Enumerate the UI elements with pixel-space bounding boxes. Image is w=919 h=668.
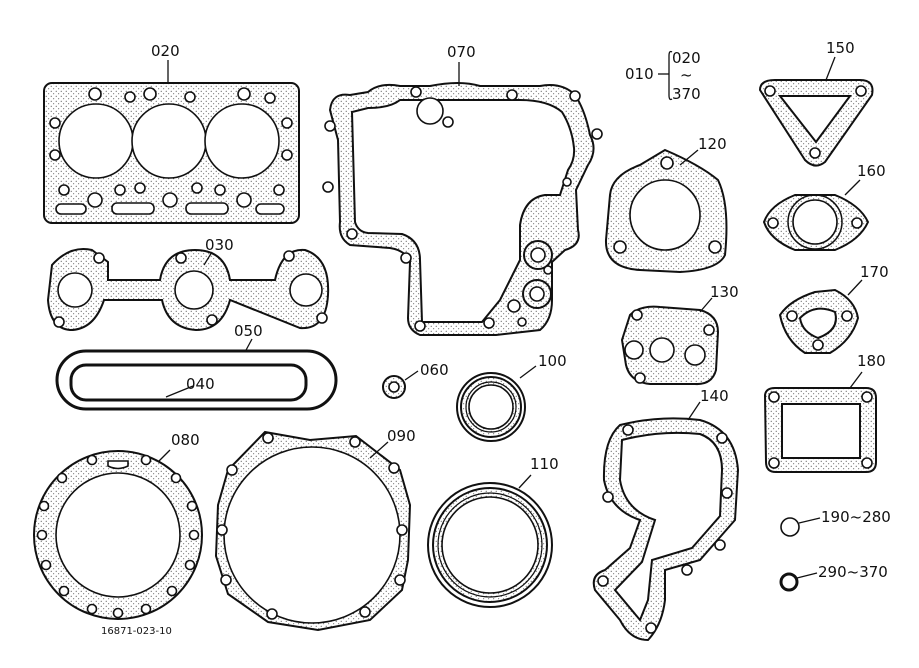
part-180-rect-gasket [763, 387, 877, 473]
part-100-oil-seal [456, 372, 526, 442]
part-010-gasket-set-ref: 010 020 ~ 370 [625, 49, 701, 103]
leader-290 [796, 572, 818, 579]
leader-140 [687, 401, 701, 421]
part-110-oil-seal [427, 482, 553, 608]
part-290-370-o-ring [779, 572, 799, 592]
label-180: 180 [857, 352, 886, 370]
part-120-flange-gasket [604, 148, 728, 274]
label-130: 130 [710, 283, 739, 301]
label-040: 040 [186, 375, 215, 393]
leader-180 [849, 371, 863, 389]
leader-080 [157, 449, 171, 463]
label-290-370: 290~370 [818, 563, 888, 581]
part-190-280-o-ring [780, 517, 800, 537]
leader-090 [369, 441, 389, 459]
part-090-housing-gasket [214, 430, 412, 632]
label-150: 150 [826, 39, 855, 57]
part-160-thermostat-gasket [762, 194, 870, 251]
svg-text:020: 020 [672, 49, 701, 67]
label-100: 100 [538, 352, 567, 370]
svg-text:010: 010 [625, 65, 654, 83]
label-090: 090 [387, 427, 416, 445]
label-050: 050 [234, 322, 263, 340]
leader-050 [244, 338, 253, 353]
leader-030 [203, 251, 213, 266]
leader-130 [699, 297, 713, 313]
label-160: 160 [857, 162, 886, 180]
label-140: 140 [700, 387, 729, 405]
leader-100 [519, 365, 537, 379]
part-030-manifold-gasket [46, 248, 330, 332]
label-170: 170 [860, 263, 889, 281]
label-080: 080 [171, 431, 200, 449]
part-150-triangle-gasket [758, 79, 874, 167]
label-190-280: 190~280 [821, 508, 891, 526]
part-080-round-gasket [33, 450, 203, 620]
label-030: 030 [205, 236, 234, 254]
drawing-code: 16871-023-10 [101, 626, 172, 637]
leader-060 [404, 370, 419, 381]
leader-110 [518, 474, 532, 489]
leader-160 [844, 179, 861, 196]
part-040-cover-seal [69, 363, 308, 402]
svg-text:~: ~ [680, 66, 693, 84]
label-060: 060 [420, 361, 449, 379]
leader-190 [798, 517, 821, 524]
leader-170 [847, 279, 863, 296]
label-070: 070 [447, 43, 476, 61]
leader-120 [679, 149, 699, 166]
part-170-small-gasket [778, 288, 860, 354]
label-110: 110 [530, 455, 559, 473]
part-140-pump-gasket [592, 417, 740, 642]
leader-040 [165, 385, 194, 398]
part-020-head-gasket [43, 82, 300, 224]
svg-text:370: 370 [672, 85, 701, 103]
part-050-cover-seal [55, 349, 338, 411]
part-070-gear-case-gasket [322, 82, 603, 336]
leader-150 [825, 56, 836, 81]
part-130-plate-gasket [620, 305, 720, 386]
label-120: 120 [698, 135, 727, 153]
label-020: 020 [151, 42, 180, 60]
